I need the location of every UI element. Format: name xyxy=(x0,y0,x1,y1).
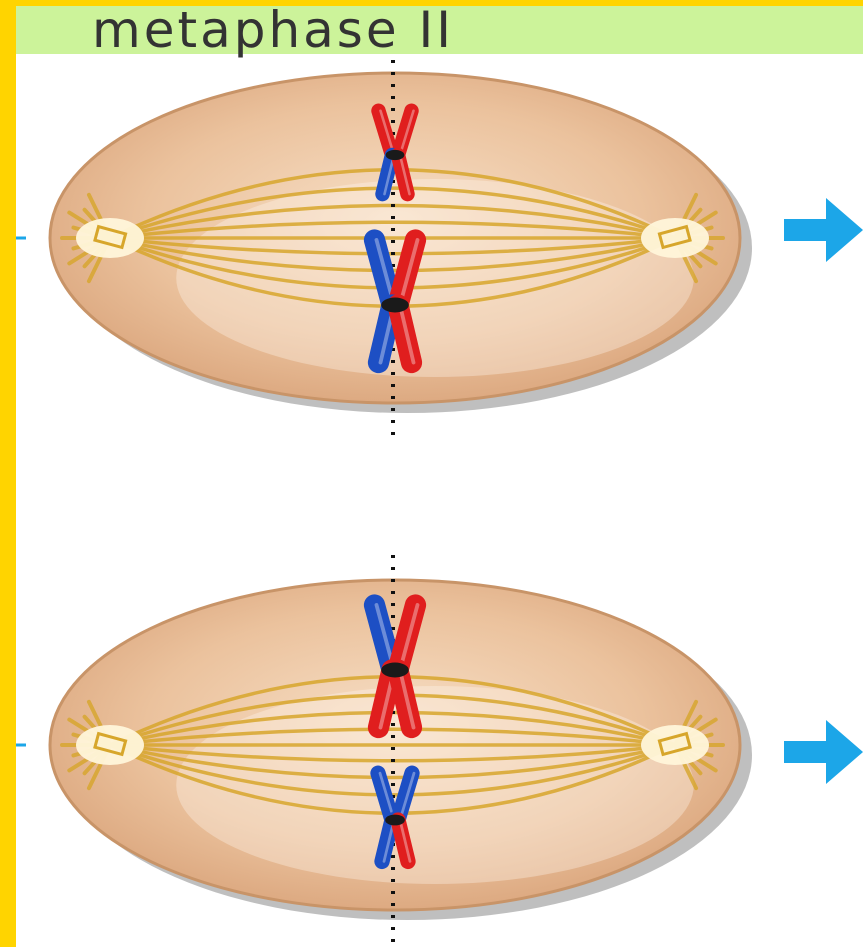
cells-layer xyxy=(16,54,863,947)
metaphase-diagram xyxy=(16,54,863,947)
title-bar: metaphase II xyxy=(16,6,863,54)
chromatid-arm-bottom-left xyxy=(382,820,392,861)
diagram-title: metaphase II xyxy=(92,2,454,58)
centromere xyxy=(381,663,409,678)
centromere xyxy=(386,150,405,160)
chromatid-arm-bottom-right xyxy=(398,305,412,363)
frame-left-border xyxy=(0,0,16,947)
cell-1 xyxy=(16,54,863,443)
centromere xyxy=(381,298,409,313)
chromatid-arm-bottom-right xyxy=(398,820,408,861)
next-stage-arrow xyxy=(784,198,863,262)
next-stage-arrow xyxy=(784,720,863,784)
centromere xyxy=(385,815,405,826)
cell-2 xyxy=(16,555,863,947)
chromatid-arm-bottom-right xyxy=(398,670,412,728)
